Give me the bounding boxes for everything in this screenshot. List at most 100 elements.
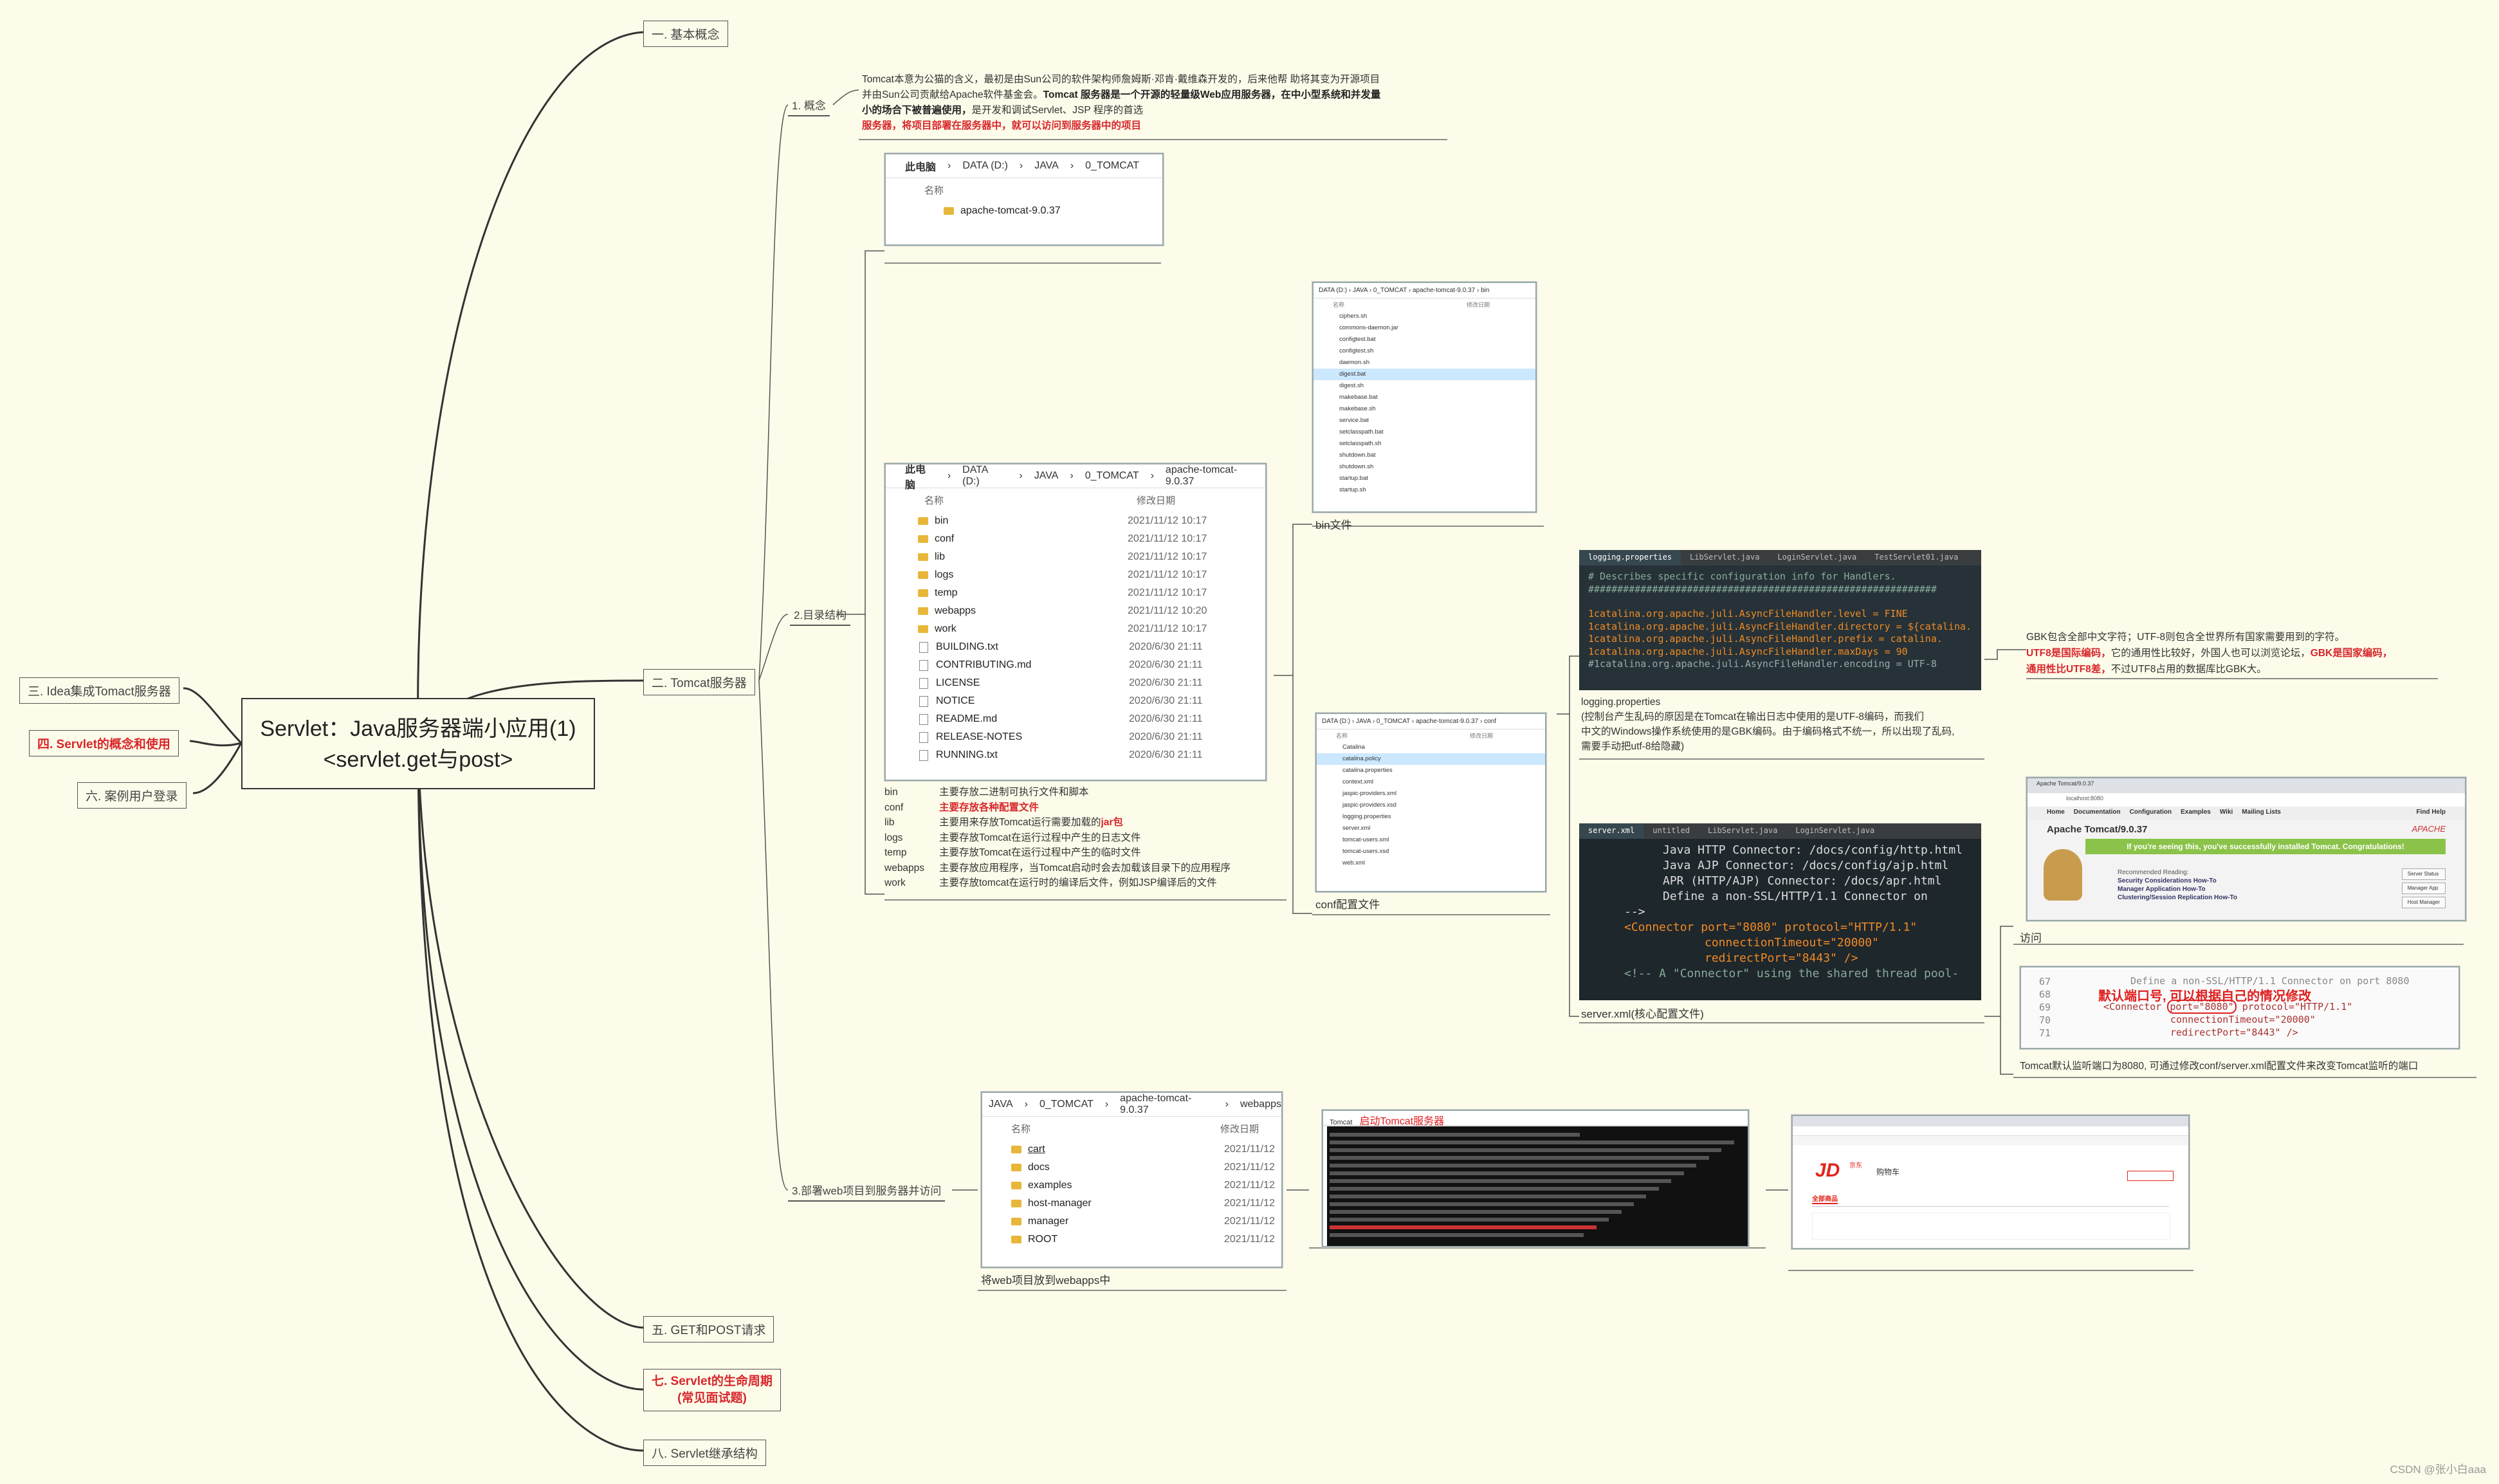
small-file-row[interactable]: tomcat-users.xsd <box>1342 848 1389 855</box>
folder-icon <box>918 607 928 615</box>
tomcat-console: Tomcat 启动Tomcat服务器 <box>1322 1110 1749 1247</box>
small-file-row[interactable]: ciphers.sh <box>1339 313 1368 320</box>
topic-basic-concepts[interactable]: 一. 基本概念 <box>643 21 728 47</box>
column-header-name: 名称 <box>924 185 944 196</box>
folder-icon <box>918 517 928 525</box>
central-subtitle: <servlet.get与post> <box>323 747 513 772</box>
subtopic-deploy[interactable]: 3.部署web项目到服务器并访问 <box>788 1182 946 1202</box>
folder-icon <box>1011 1218 1021 1225</box>
small-file-row[interactable]: startup.sh <box>1339 486 1366 493</box>
small-file-row[interactable]: daemon.sh <box>1339 359 1370 366</box>
topic-servlet-concept[interactable]: 四. Servlet的概念和使用 <box>29 730 179 756</box>
small-file-row[interactable]: Catalina <box>1342 744 1365 751</box>
topic-login-case[interactable]: 六. 案例用户登录 <box>77 782 187 809</box>
jd-logo-icon: JD <box>1815 1160 1840 1181</box>
small-file-row[interactable]: tomcat-users.xml <box>1342 836 1389 843</box>
small-file-row[interactable]: configtest.sh <box>1339 347 1374 354</box>
file-icon <box>919 678 928 689</box>
jd-cart-browser: JD 京东 购物车 全部商品 <box>1791 1115 2190 1249</box>
nav-link[interactable]: Mailing Lists <box>2242 809 2281 816</box>
editor-tab[interactable]: LoginServlet.java <box>1777 553 1857 562</box>
small-file-row[interactable]: jaspic-providers.xml <box>1342 790 1396 797</box>
small-file-row[interactable]: commons-daemon.jar <box>1339 324 1398 331</box>
small-file-row[interactable]: digest.sh <box>1339 382 1364 389</box>
small-file-row[interactable]: setclasspath.bat <box>1339 428 1384 435</box>
file-icon <box>919 660 928 671</box>
small-file-row[interactable]: startup.bat <box>1339 475 1368 482</box>
topic-tomcat-server[interactable]: 二. Tomcat服务器 <box>643 669 755 695</box>
success-banner: If you're seeing this, you've successful… <box>2085 839 2446 854</box>
topic-get-post[interactable]: 五. GET和POST请求 <box>643 1316 774 1342</box>
small-file-row[interactable]: makebase.sh <box>1339 405 1376 412</box>
editor-tab[interactable]: LibServlet.java <box>1690 553 1760 562</box>
file-icon <box>919 714 928 725</box>
folder-icon <box>1011 1200 1021 1207</box>
small-file-row[interactable]: catalina.policy <box>1317 753 1545 765</box>
topic-servlet-inheritance[interactable]: 八. Servlet继承结构 <box>643 1440 766 1466</box>
small-file-row[interactable]: catalina.properties <box>1342 767 1393 774</box>
nav-link[interactable]: Examples <box>2181 809 2211 816</box>
subtopic-directory[interactable]: 2.目录结构 <box>790 606 851 626</box>
small-file-row[interactable]: server.xml <box>1342 825 1371 832</box>
small-file-row[interactable]: makebase.bat <box>1339 394 1378 401</box>
nav-link[interactable]: Home <box>2047 809 2065 816</box>
nav-link[interactable]: Configuration <box>2129 809 2172 816</box>
editor-tab[interactable]: TestServlet01.java <box>1874 553 1959 562</box>
editor-tabs: logging.properties LibServlet.java LoginSe… <box>1579 550 1981 565</box>
small-file-row[interactable]: digest.bat <box>1314 369 1535 380</box>
nav-link[interactable]: Wiki <box>2219 809 2233 816</box>
editor-tab[interactable]: logging.properties <box>1579 550 1681 565</box>
tomcat-nav: Home Documentation Configuration Examples Wi… <box>2028 807 2465 820</box>
topic-idea-tomcat[interactable]: 三. Idea集成Tomact服务器 <box>19 677 179 704</box>
tomcat-cat-icon <box>2044 849 2082 901</box>
folder-icon <box>1011 1236 1021 1243</box>
folder-icon <box>1011 1182 1021 1189</box>
small-file-row[interactable]: web.xml <box>1342 859 1365 866</box>
find-help-link[interactable]: Find Help <box>2416 809 2446 816</box>
nav-link[interactable]: Documentation <box>2073 809 2121 816</box>
small-file-row[interactable]: context.xml <box>1342 778 1374 785</box>
topic-servlet-lifecycle[interactable]: 七. Servlet的生命周期 (常见面试题) <box>643 1369 781 1411</box>
small-file-row[interactable]: configtest.bat <box>1339 336 1376 343</box>
small-file-row[interactable]: logging.properties <box>1342 813 1391 820</box>
small-file-row[interactable]: service.bat <box>1339 417 1369 424</box>
folder-icon <box>918 553 928 561</box>
tomcat-concept-text: Tomcat本意为公猫的含义，最初是由Sun公司的软件架构师詹姆斯·邓肯·戴维森… <box>862 74 1381 131</box>
central-topic[interactable]: Servlet：Java服务器端小应用(1) <servlet.get与post… <box>241 698 595 789</box>
subtopic-concept[interactable]: 1. 概念 <box>788 96 830 116</box>
webapps-caption: 将web项目放到webapps中 <box>981 1274 1111 1287</box>
small-file-row[interactable]: jaspic-providers.xsd <box>1342 802 1396 809</box>
folder-row[interactable]: apache-tomcat-9.0.37 <box>886 202 1162 220</box>
small-file-row[interactable]: shutdown.bat <box>1339 452 1376 459</box>
folder-icon <box>1011 1164 1021 1171</box>
small-file-row[interactable]: setclasspath.sh <box>1339 440 1382 447</box>
small-file-row[interactable]: shutdown.sh <box>1339 463 1374 470</box>
